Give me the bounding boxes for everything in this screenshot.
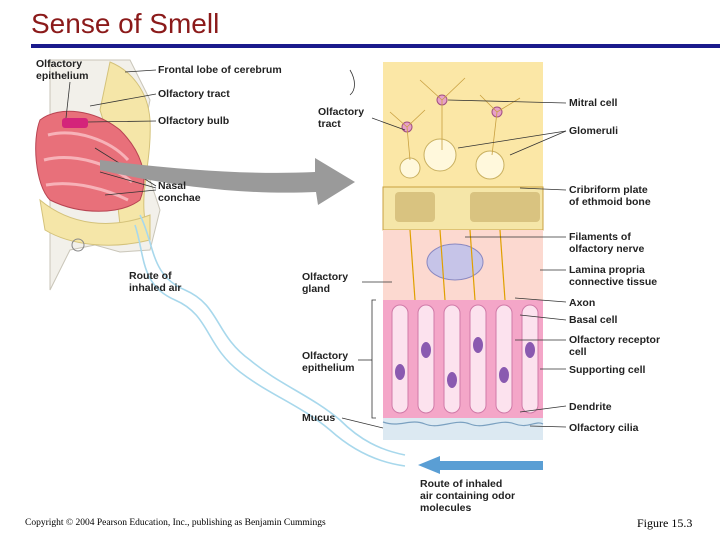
copyright-text: Copyright © 2004 Pearson Education, Inc.… [25, 518, 326, 528]
figure-number: Figure 15.3 [637, 516, 693, 530]
label-supporting-cell: Supporting cell [569, 364, 646, 376]
air-route-lines [134, 214, 406, 467]
label-dendrite: Dendrite [569, 401, 612, 413]
label-olfactory-bulb: Olfactory bulb [158, 115, 230, 127]
magnify-arrow [100, 158, 355, 205]
mid-leader-lines [341, 69, 406, 429]
label-frontal-lobe: Frontal lobe of cerebrum [158, 64, 282, 76]
head-section-illustration [35, 59, 161, 291]
slide-title: Sense of Smell [31, 8, 220, 39]
label-mucus: Mucus [302, 412, 336, 424]
label-olfactory-cilia: Olfactory cilia [569, 422, 639, 434]
right-leader-lines [447, 99, 567, 428]
label-axon: Axon [569, 297, 596, 309]
magnified-section [382, 62, 544, 474]
label-basal-cell: Basal cell [569, 314, 618, 326]
title-underline [31, 44, 720, 48]
label-glomeruli: Glomeruli [569, 125, 619, 137]
label-mitral-cell: Mitral cell [569, 97, 618, 109]
label-olfactory-tract: Olfactory tract [158, 88, 230, 100]
